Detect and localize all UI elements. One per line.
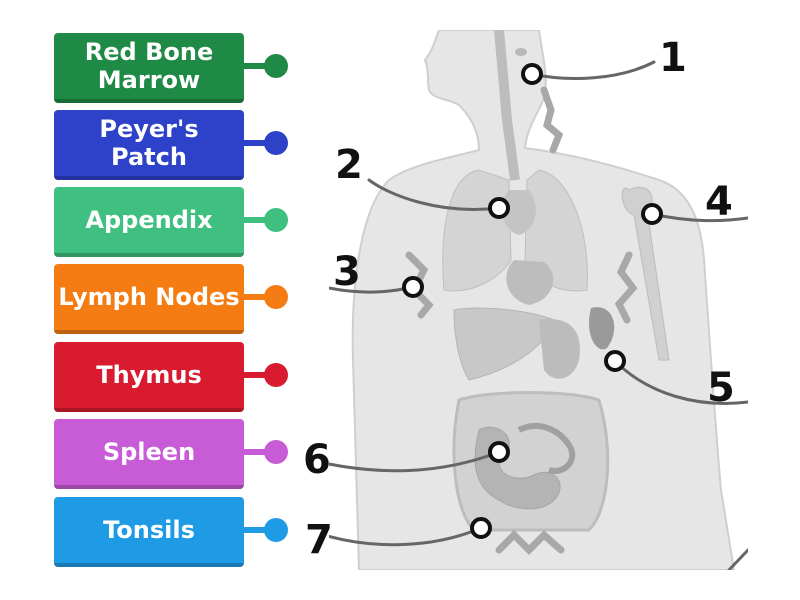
thymus-shape xyxy=(502,190,536,235)
leader-1 xyxy=(530,60,656,80)
label-text: Tonsils xyxy=(103,516,195,544)
marker-number-2: 2 xyxy=(335,142,363,188)
answer-labels: Red Bone Marrow Peyer's Patch Appendix L… xyxy=(0,0,300,600)
pelvic-nodes xyxy=(495,530,565,555)
drop-target-6[interactable] xyxy=(488,441,510,463)
leader-extra xyxy=(727,548,748,570)
drop-target-1[interactable] xyxy=(521,63,543,85)
leader-2 xyxy=(367,178,501,211)
arm-bone xyxy=(621,187,670,361)
connector xyxy=(244,449,274,455)
label-text: Peyer's Patch xyxy=(99,115,199,171)
drag-handle[interactable] xyxy=(264,131,288,155)
drag-handle[interactable] xyxy=(264,518,288,542)
label-text: Lymph Nodes xyxy=(58,283,240,311)
label-red-bone-marrow[interactable]: Red Bone Marrow xyxy=(54,33,288,103)
label-spleen[interactable]: Spleen xyxy=(54,419,288,489)
body-illustration xyxy=(329,30,748,570)
label-thymus[interactable]: Thymus xyxy=(54,342,288,412)
leader-6 xyxy=(329,450,501,473)
connector xyxy=(244,63,274,69)
tonsil-shape xyxy=(515,48,527,56)
marker-number-4: 4 xyxy=(705,179,733,225)
spleen-shape xyxy=(589,307,615,350)
drag-handle[interactable] xyxy=(264,440,288,464)
drag-handle[interactable] xyxy=(264,54,288,78)
drag-handle[interactable] xyxy=(264,285,288,309)
drag-handle[interactable] xyxy=(264,208,288,232)
drop-target-5[interactable] xyxy=(604,350,626,372)
airway xyxy=(494,30,520,181)
connector xyxy=(244,140,274,146)
label-peyers-patch[interactable]: Peyer's Patch xyxy=(54,110,288,180)
label-text: Red Bone Marrow xyxy=(84,38,214,94)
marker-number-5: 5 xyxy=(707,365,735,411)
heart-shape xyxy=(506,260,554,305)
marker-number-6: 6 xyxy=(303,437,331,483)
connector xyxy=(244,217,274,223)
intestine-loops xyxy=(517,423,576,474)
drop-target-4[interactable] xyxy=(641,203,663,225)
drag-handle[interactable] xyxy=(264,363,288,387)
label-tonsils[interactable]: Tonsils xyxy=(54,497,288,567)
label-text: Spleen xyxy=(102,438,196,466)
marker-number-3: 3 xyxy=(333,249,361,295)
drop-target-3[interactable] xyxy=(402,276,424,298)
stomach xyxy=(539,319,580,379)
drop-target-7[interactable] xyxy=(470,517,492,539)
leader-7 xyxy=(329,526,483,547)
marker-number-7: 7 xyxy=(305,517,333,563)
drop-target-2[interactable] xyxy=(488,197,510,219)
leader-5 xyxy=(613,359,748,405)
label-text: Appendix xyxy=(85,206,213,234)
liver xyxy=(453,307,555,381)
body-diagram: 1 2 3 4 5 6 7 xyxy=(303,30,748,570)
connector xyxy=(244,294,274,300)
connector xyxy=(244,372,274,378)
leader-4 xyxy=(650,212,748,223)
right-axillary-nodes xyxy=(614,251,638,324)
connector xyxy=(244,527,274,533)
neck-nodes xyxy=(540,86,564,154)
label-appendix[interactable]: Appendix xyxy=(54,187,288,257)
body-silhouette xyxy=(351,30,736,570)
label-text: Thymus xyxy=(96,361,202,389)
label-lymph-nodes[interactable]: Lymph Nodes xyxy=(54,264,288,334)
marker-number-1: 1 xyxy=(659,35,687,81)
